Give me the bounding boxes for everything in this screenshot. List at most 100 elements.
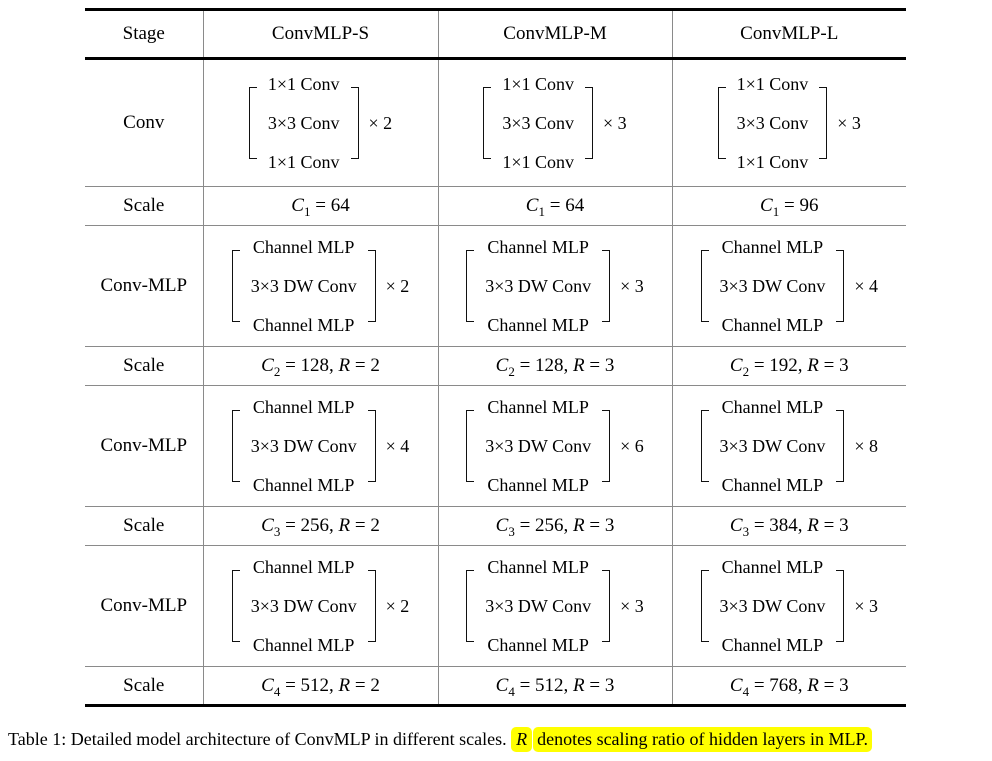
table-row-convmlp3: Conv-MLP Channel MLP 3×3 DW Conv Channel…: [85, 545, 906, 667]
right-bracket-icon: [836, 410, 845, 482]
right-bracket-icon: [602, 250, 611, 322]
math-rest: = 64: [544, 195, 585, 216]
convmlp-block-s: Channel MLP 3×3 DW Conv Channel MLP × 2: [203, 225, 439, 347]
table-row-scale4: Scale C4 = 512, R = 2 C4 = 512, R = 3 C4…: [85, 666, 906, 706]
scale-value: C4 = 512, R = 2: [203, 666, 439, 706]
block-line: Channel MLP: [252, 556, 355, 577]
block-line: Channel MLP: [252, 236, 355, 257]
scale-value: C4 = 768, R = 3: [672, 666, 906, 706]
block-line: 1×1 Conv: [267, 73, 340, 94]
table-row-scale2: Scale C2 = 128, R = 2 C2 = 128, R = 3 C2…: [85, 346, 906, 386]
left-bracket-icon: [700, 410, 709, 482]
math-sub: 1: [538, 203, 545, 219]
math-var: C: [495, 515, 509, 536]
math-rest: = 128,: [280, 355, 339, 376]
left-bracket-icon: [466, 570, 475, 642]
math-rest: = 128,: [514, 355, 574, 376]
table-row-scale3: Scale C3 = 256, R = 2 C3 = 256, R = 3 C3…: [85, 506, 906, 546]
math-rest: = 384,: [749, 515, 808, 536]
math-sub: 4: [273, 683, 281, 699]
block-line: 3×3 DW Conv: [250, 595, 357, 616]
convmlp-block-l: Channel MLP 3×3 DW Conv Channel MLP × 4: [672, 225, 906, 347]
math-var: R: [807, 515, 819, 536]
block-line: 3×3 Conv: [502, 112, 574, 133]
scale-value: C3 = 384, R = 3: [672, 506, 906, 546]
header-convmlp-s: ConvMLP-S: [203, 9, 439, 60]
conv-block-l: 1×1 Conv 3×3 Conv 1×1 Conv × 3: [672, 59, 906, 187]
header-stage: Stage: [85, 9, 204, 60]
conv-block-m: 1×1 Conv 3×3 Conv 1×1 Conv × 3: [438, 58, 673, 187]
math-rest: = 256,: [280, 515, 339, 536]
layer-stack: Channel MLP 3×3 DW Conv Channel MLP: [709, 548, 837, 665]
math-sub: 2: [508, 363, 515, 379]
right-bracket-icon: [602, 410, 611, 482]
left-bracket-icon: [700, 570, 709, 642]
left-bracket-icon: [248, 87, 257, 159]
block-line: Channel MLP: [487, 634, 589, 655]
scale-value: C2 = 128, R = 2: [203, 346, 439, 386]
math-var: C: [760, 195, 773, 216]
math-var: C: [495, 355, 509, 376]
block-line: 1×1 Conv: [736, 73, 809, 94]
layer-stack: 1×1 Conv 3×3 Conv 1×1 Conv: [257, 65, 351, 182]
stage-label: Scale: [85, 506, 204, 546]
layer-stack: Channel MLP 3×3 DW Conv Channel MLP: [474, 228, 602, 345]
math-rest: = 64: [310, 195, 350, 216]
block-line: 1×1 Conv: [267, 151, 340, 172]
left-bracket-icon: [717, 87, 726, 159]
block-line: Channel MLP: [487, 396, 589, 417]
table-row-conv: Conv 1×1 Conv 3×3 Conv 1×1 Conv × 2: [85, 58, 906, 187]
math-var: C: [729, 515, 743, 536]
right-bracket-icon: [350, 87, 359, 159]
math-var: C: [261, 674, 274, 696]
right-bracket-icon: [819, 87, 828, 159]
block-line: 1×1 Conv: [502, 73, 574, 94]
right-bracket-icon: [602, 570, 611, 642]
layer-block: Channel MLP 3×3 DW Conv Channel MLP × 3: [439, 228, 672, 345]
math-var: R: [338, 355, 351, 376]
math-var: R: [338, 674, 351, 696]
math-var: C: [729, 355, 743, 376]
math-rest: = 3: [584, 674, 615, 696]
conv-block-s: 1×1 Conv 3×3 Conv 1×1 Conv × 2: [203, 58, 439, 187]
math-rest: = 3: [818, 674, 849, 696]
block-line: Channel MLP: [487, 474, 589, 495]
repeat-multiplier: × 2: [368, 112, 393, 133]
math-rest: = 96: [779, 195, 819, 216]
stage-label: Conv-MLP: [85, 385, 204, 507]
math-sub: 4: [508, 683, 515, 699]
table-row-convmlp1: Conv-MLP Channel MLP 3×3 DW Conv Channel…: [85, 225, 906, 347]
caption-text: Table 1: Detailed model architecture of …: [8, 729, 507, 749]
block-line: 3×3 DW Conv: [485, 435, 592, 456]
layer-block: Channel MLP 3×3 DW Conv Channel MLP × 8: [673, 388, 907, 505]
left-bracket-icon: [231, 570, 240, 642]
repeat-multiplier: × 4: [854, 275, 878, 296]
layer-stack: Channel MLP 3×3 DW Conv Channel MLP: [474, 388, 602, 505]
math-var: R: [338, 515, 351, 536]
right-bracket-icon: [367, 410, 376, 482]
math-var: R: [573, 674, 585, 696]
block-line: Channel MLP: [721, 314, 824, 335]
layer-stack: Channel MLP 3×3 DW Conv Channel MLP: [709, 388, 837, 505]
layer-stack: Channel MLP 3×3 DW Conv Channel MLP: [240, 548, 368, 665]
header-convmlp-m: ConvMLP-M: [438, 9, 673, 60]
repeat-multiplier: × 6: [620, 435, 644, 456]
block-line: Channel MLP: [252, 474, 355, 495]
header-convmlp-l: ConvMLP-L: [672, 9, 906, 60]
repeat-multiplier: × 2: [385, 595, 410, 616]
layer-block: Channel MLP 3×3 DW Conv Channel MLP × 3: [439, 548, 672, 665]
math-sub: 2: [273, 363, 281, 379]
repeat-multiplier: × 2: [385, 275, 410, 296]
block-line: Channel MLP: [721, 474, 824, 495]
stage-label: Scale: [85, 666, 204, 706]
scale-value: C1 = 96: [672, 186, 906, 226]
layer-block: Channel MLP 3×3 DW Conv Channel MLP × 6: [439, 388, 672, 505]
repeat-multiplier: × 3: [620, 275, 644, 296]
left-bracket-icon: [466, 250, 475, 322]
table-row-scale1: Scale C1 = 64 C1 = 64 C1 = 96: [85, 186, 906, 226]
layer-block: 1×1 Conv 3×3 Conv 1×1 Conv × 3: [673, 65, 907, 182]
math-rest: = 3: [818, 355, 849, 376]
repeat-multiplier: × 8: [854, 435, 878, 456]
block-line: 1×1 Conv: [502, 151, 574, 172]
layer-stack: 1×1 Conv 3×3 Conv 1×1 Conv: [726, 65, 820, 182]
